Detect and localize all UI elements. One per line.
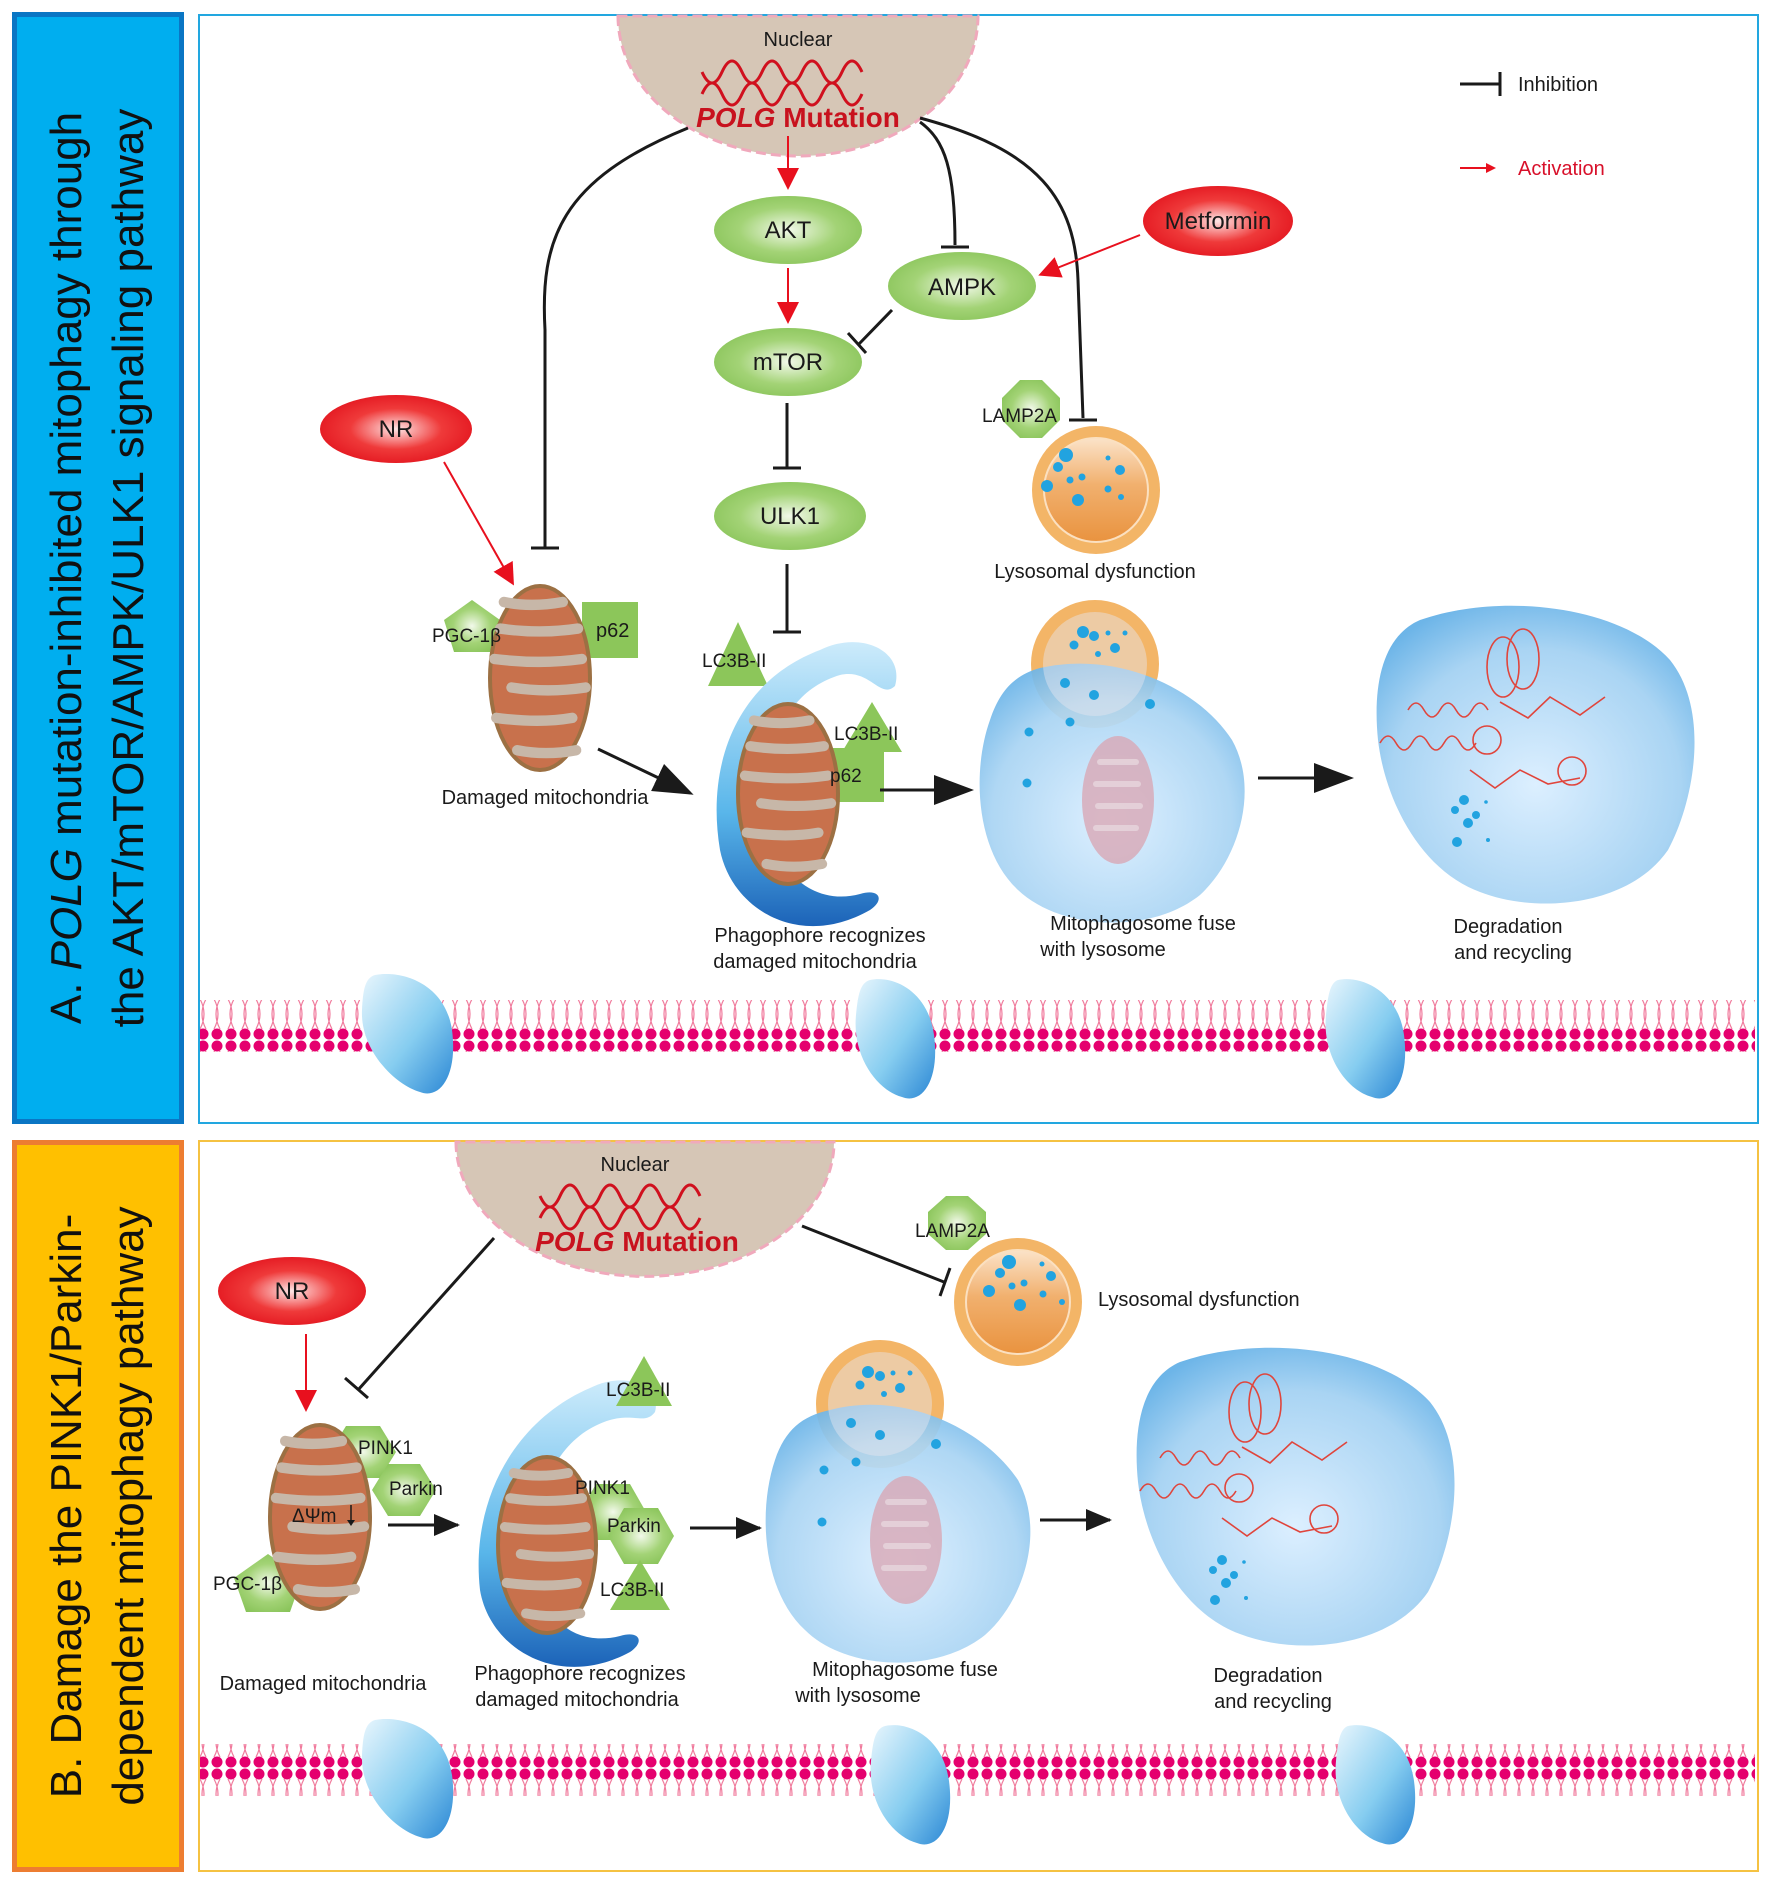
pink1-label-1: PINK1 — [358, 1438, 413, 1459]
lc3b-label-2: LC3B-II — [834, 724, 898, 745]
p62-label-2: p62 — [830, 766, 862, 787]
metformin-label: Metformin — [1165, 208, 1272, 235]
nucleus-shape-b — [454, 1140, 836, 1278]
polg-to-ampk-inhibition — [919, 120, 957, 246]
fuse-caption-1b: Mitophagosome fuse — [812, 1659, 998, 1681]
lc3b-label-top: LC3B-II — [606, 1380, 670, 1401]
nr-label-b: NR — [275, 1278, 310, 1305]
damaged-mitochondrion-b: PINK1 Parkin ΔΨm PGC-1β Damaged mitochon… — [213, 1423, 443, 1695]
panel-b-diagram: Nuclear POLG Mutation NR LAMP2A Lysosoma… — [200, 1140, 1755, 1845]
lamp2a-protein — [1002, 380, 1060, 438]
nr-label-a: NR — [379, 416, 414, 443]
lc3b-label-1: LC3B-II — [702, 651, 766, 672]
parkin-protein-2 — [608, 1508, 674, 1564]
dna-helix-icon-b — [538, 1183, 702, 1231]
lysosome-a: LAMP2A Lysosomal dysfunction — [982, 380, 1196, 583]
lc3b-protein-2 — [842, 702, 902, 752]
damaged-mito-caption-b: Damaged mitochondria — [220, 1673, 428, 1695]
degradation-a: Degradation and recycling — [1376, 605, 1695, 964]
damaged-mitochondrion-a: PGC-1β p62 Damaged mitochondria — [432, 584, 650, 809]
pgc1b-label-b: PGC-1β — [213, 1574, 282, 1595]
fuse-caption-2a: with lysosome — [1039, 939, 1166, 961]
lysosome-caption-b: Lysosomal dysfunction — [1098, 1289, 1300, 1311]
mitophagosome-b: Mitophagosome fuse with lysosome — [765, 1340, 1031, 1707]
nucleus-label-b: Nuclear — [601, 1154, 670, 1176]
pgc1b-label: PGC-1β — [432, 626, 501, 647]
nr-to-mito-arrow — [443, 461, 514, 586]
lamp2a-protein-b — [928, 1196, 986, 1250]
phagophore-caption-2b: damaged mitochondria — [475, 1689, 679, 1711]
phagophore-a: LC3B-II LC3B-II p62 Phagophore recognize… — [702, 622, 926, 973]
pink1-label-2: PINK1 — [575, 1478, 630, 1499]
degraded-fragments — [1379, 628, 1606, 789]
akt-node[interactable]: AKT — [714, 196, 862, 264]
fuse-caption-1a: Mitophagosome fuse — [1050, 913, 1236, 935]
phagophore-caption-1a: Phagophore recognizes — [714, 925, 925, 947]
degradation-caption-2a: and recycling — [1454, 942, 1572, 964]
ampk-node[interactable]: AMPK — [888, 252, 1036, 320]
mtor-node[interactable]: mTOR — [714, 328, 862, 396]
nr-node-b[interactable]: NR — [218, 1257, 366, 1325]
lamp2a-label: LAMP2A — [982, 406, 1057, 427]
mitophagosome-a: Mitophagosome fuse with lysosome — [979, 600, 1245, 961]
phagophore-caption-1b: Phagophore recognizes — [474, 1663, 685, 1685]
lc3b-protein-bottom — [610, 1560, 670, 1610]
step1-arrow-a — [597, 747, 694, 795]
polg-mutation-label-b: POLG Mutation — [535, 1226, 739, 1257]
nucleus-label: Nuclear — [764, 29, 833, 51]
cell-membrane-b — [200, 1744, 1755, 1796]
membrane-proteins-b — [361, 1718, 1416, 1845]
phagophore-b: LC3B-II PINK1 Parkin LC3B-II Phagophore … — [474, 1356, 686, 1711]
legend-activation-label: Activation — [1518, 158, 1605, 180]
lamp2a-label-b: LAMP2A — [915, 1221, 990, 1242]
akt-label: AKT — [765, 217, 812, 244]
cell-membrane-a — [200, 1000, 1755, 1052]
polg-to-lysosome-inhibition — [919, 116, 1085, 419]
fuse-caption-2b: with lysosome — [794, 1685, 921, 1707]
legend-inhibition-label: Inhibition — [1518, 74, 1598, 96]
lc3b-protein-1 — [708, 622, 768, 686]
parkin-protein-1 — [372, 1464, 436, 1516]
panel-a-diagram: Nuclear POLG Mutation Inhibition Activat… — [200, 14, 1755, 1099]
degradation-caption-1a: Degradation — [1454, 916, 1563, 938]
damaged-mito-caption-a: Damaged mitochondria — [442, 787, 650, 809]
ulk1-label: ULK1 — [760, 503, 820, 530]
panel-a-title-box: A. POLG mutation-inhibited mitophagy thr… — [12, 12, 184, 1124]
pgc1b-protein — [444, 600, 500, 652]
parkin-label-2: Parkin — [607, 1516, 661, 1537]
p62-protein — [582, 602, 638, 658]
ampk-label: AMPK — [928, 274, 996, 301]
polg-to-lysosome-inhibition-b — [801, 1224, 945, 1284]
delta-psi-label: ΔΨm — [292, 1506, 336, 1527]
nr-node-a[interactable]: NR — [320, 395, 472, 463]
panel-a-frame — [198, 14, 1759, 1124]
membrane-proteins-a — [361, 973, 1406, 1099]
lysosome-particles — [1041, 448, 1125, 506]
polg-to-mito-inhibition — [542, 126, 689, 548]
polg-mutation-label: POLG Mutation — [696, 102, 900, 133]
metformin-node[interactable]: Metformin — [1143, 186, 1293, 256]
lc3b-label-bottom: LC3B-II — [600, 1580, 664, 1601]
lysosome-b: LAMP2A Lysosomal dysfunction — [915, 1196, 1300, 1366]
degradation-caption-2b: and recycling — [1214, 1691, 1332, 1713]
lysosome-caption: Lysosomal dysfunction — [994, 561, 1196, 583]
panel-b-title-box: B. Damage the PINK1/Parkin- dependent mi… — [12, 1140, 184, 1872]
polg-to-mito-inhibition-b — [356, 1236, 496, 1392]
mtor-label: mTOR — [753, 349, 823, 376]
ulk1-node[interactable]: ULK1 — [714, 482, 866, 550]
parkin-label-1: Parkin — [389, 1479, 443, 1500]
dna-helix-icon — [700, 59, 864, 107]
phagophore-caption-2a: damaged mitochondria — [713, 951, 917, 973]
metformin-to-ampk-arrow — [1038, 234, 1141, 278]
lc3b-protein-top — [616, 1356, 672, 1406]
degradation-b: Degradation and recycling — [1136, 1347, 1455, 1713]
ampk-to-mtor-inhibition — [856, 308, 894, 347]
p62-label: p62 — [596, 620, 629, 642]
degradation-caption-1b: Degradation — [1214, 1665, 1323, 1687]
